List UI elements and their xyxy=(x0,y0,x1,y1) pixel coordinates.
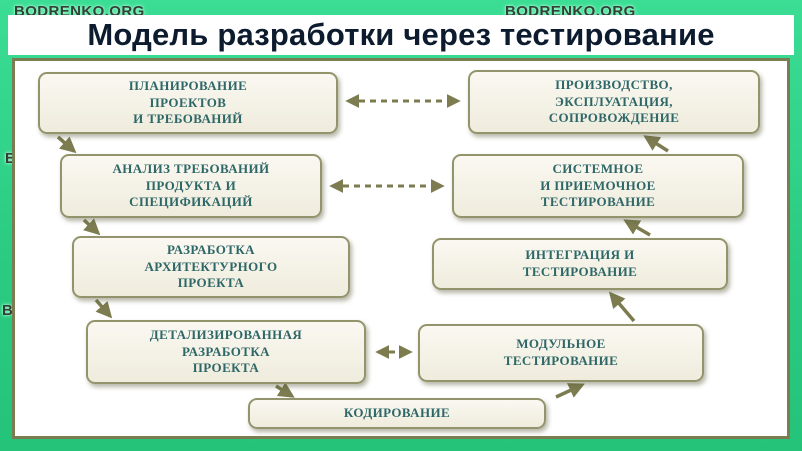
box-system-acceptance-testing: СИСТЕМНОЕ И ПРИЕМОЧНОЕ ТЕСТИРОВАНИЕ xyxy=(452,154,744,218)
box-detailed-design-label: ДЕТАЛИЗИРОВАННАЯ РАЗРАБОТКА ПРОЕКТА xyxy=(149,326,303,376)
box-module-testing-label: МОДУЛЬНОЕ ТЕСТИРОВАНИЕ xyxy=(503,336,619,368)
title-bar: Модель разработки через тестирование xyxy=(8,15,794,55)
box-architecture-design-label: РАЗРАБОТКА АРХИТЕКТУРНОГО ПРОЕКТА xyxy=(144,241,278,291)
box-integration-testing: ИНТЕГРАЦИЯ И ТЕСТИРОВАНИЕ xyxy=(432,238,728,290)
box-production-maintenance: ПРОИЗВОДСТВО, ЭКСПЛУАТАЦИЯ, СОПРОВОЖДЕНИ… xyxy=(468,70,760,134)
box-planning-label: ПЛАНИРОВАНИЕ ПРОЕКТОВ И ТРЕБОВАНИЙ xyxy=(128,77,248,127)
box-coding: КОДИРОВАНИЕ xyxy=(248,398,546,429)
box-module-testing: МОДУЛЬНОЕ ТЕСТИРОВАНИЕ xyxy=(418,324,704,382)
box-requirements-analysis: АНАЛИЗ ТРЕБОВАНИЙ ПРОДУКТА И СПЕЦИФИКАЦИ… xyxy=(60,154,322,218)
box-coding-label: КОДИРОВАНИЕ xyxy=(343,405,451,421)
box-architecture-design: РАЗРАБОТКА АРХИТЕКТУРНОГО ПРОЕКТА xyxy=(72,236,350,298)
box-requirements-analysis-label: АНАЛИЗ ТРЕБОВАНИЙ ПРОДУКТА И СПЕЦИФИКАЦИ… xyxy=(112,160,270,210)
box-system-acceptance-testing-label: СИСТЕМНОЕ И ПРИЕМОЧНОЕ ТЕСТИРОВАНИЕ xyxy=(540,160,656,210)
box-production-maintenance-label: ПРОИЗВОДСТВО, ЭКСПЛУАТАЦИЯ, СОПРОВОЖДЕНИ… xyxy=(548,76,680,126)
box-detailed-design: ДЕТАЛИЗИРОВАННАЯ РАЗРАБОТКА ПРОЕКТА xyxy=(86,320,366,384)
page-title: Модель разработки через тестирование xyxy=(87,17,715,52)
box-planning: ПЛАНИРОВАНИЕ ПРОЕКТОВ И ТРЕБОВАНИЙ xyxy=(38,72,338,134)
box-integration-testing-label: ИНТЕГРАЦИЯ И ТЕСТИРОВАНИЕ xyxy=(522,247,638,279)
